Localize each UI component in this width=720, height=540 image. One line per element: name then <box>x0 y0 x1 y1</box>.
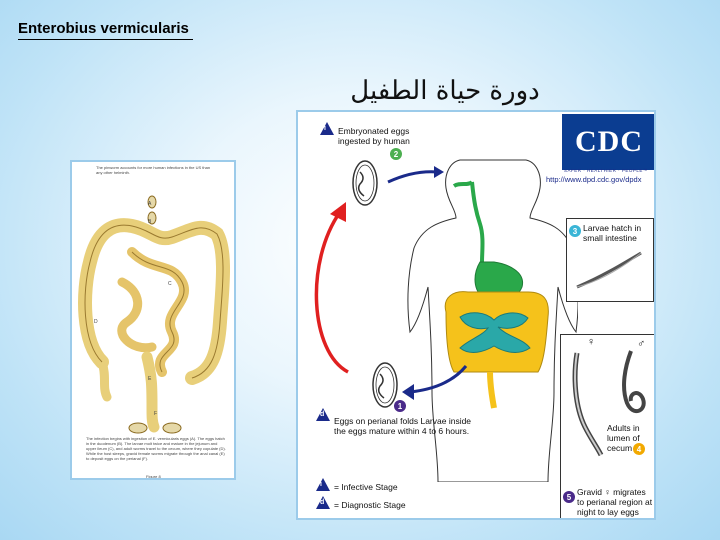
adults-box: ♀ ♂ Adults in lumen of cecum 4 5 Gravid … <box>560 334 654 518</box>
larva-icon <box>576 251 642 289</box>
infective-triangle-icon: i <box>320 122 334 135</box>
legend-infective-icon: i <box>316 478 330 491</box>
intestine-illustration <box>78 195 230 434</box>
letter-f: F <box>154 411 158 417</box>
step-adults-label: Adults in lumen of cecum <box>607 423 640 453</box>
diagnostic-triangle-icon: d <box>316 408 330 421</box>
figure-label: Figure 8 <box>146 474 161 479</box>
step-2-badge: 2 <box>390 148 402 160</box>
egg-ingested-icon <box>352 160 378 206</box>
female-symbol: ♀ <box>587 336 596 348</box>
step-3-badge: 3 <box>569 225 581 237</box>
step-perianal-label: Eggs on perianal folds Larvae inside the… <box>334 416 472 436</box>
step-gravid-label: Gravid ♀ migrates to perianal region at … <box>577 487 653 517</box>
slide-title: Enterobius vermicularis <box>18 20 193 40</box>
letter-a: A <box>148 201 152 207</box>
step-4-badge: 4 <box>633 443 645 455</box>
legend-diagnostic: = Diagnostic Stage <box>334 500 406 510</box>
arrow-reinfection <box>314 202 349 374</box>
step-ingested-label: Embryonated eggs ingested by human <box>338 126 410 146</box>
figure-caption-bottom: The infection begins with ingestion of E… <box>86 436 226 461</box>
pinworm-figure-panel: The pinworm accounts for more human infe… <box>70 160 236 480</box>
cdc-logo: CDC <box>562 114 654 170</box>
figure-caption-top: The pinworm accounts for more human infe… <box>96 165 211 175</box>
letter-b: B <box>148 219 152 225</box>
step-1-badge: 1 <box>394 400 406 412</box>
legend-diagnostic-icon: d <box>316 496 330 509</box>
legend-infective: = Infective Stage <box>334 482 398 492</box>
life-cycle-panel: CDC SAFER · HEALTHIER · PEOPLE™ http://w… <box>296 110 656 520</box>
arabic-heading: دورة حياة الطفيل <box>350 76 540 106</box>
human-body-illustration <box>407 159 578 482</box>
cdc-tagline: SAFER · HEALTHIER · PEOPLE™ <box>564 168 648 173</box>
letter-d: D <box>94 319 98 325</box>
letter-e: E <box>148 376 152 382</box>
step-larvae-label: Larvae hatch in small intestine <box>583 223 642 243</box>
cdc-url: http://www.dpd.cdc.gov/dpdx <box>546 175 642 184</box>
egg-perianal-icon <box>372 362 398 408</box>
arrow-to-mouth <box>387 166 444 184</box>
arrow-to-perianal <box>402 365 468 400</box>
adult-worms-icon <box>572 350 646 457</box>
letter-c: C <box>168 281 172 287</box>
male-symbol: ♂ <box>637 338 646 350</box>
step-5-badge: 5 <box>563 491 575 503</box>
larvae-hatch-box: 3 Larvae hatch in small intestine <box>566 218 654 302</box>
